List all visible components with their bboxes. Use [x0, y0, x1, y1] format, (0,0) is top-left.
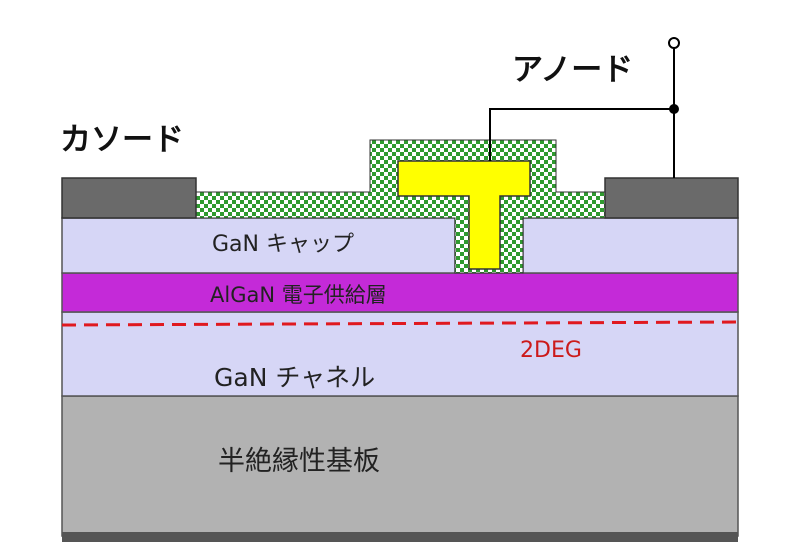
gan-cap-label: GaN キャップ	[212, 232, 354, 257]
two-deg-label: 2DEG	[520, 338, 582, 363]
gan-channel-label: GaN チャネル	[214, 363, 375, 392]
substrate-label: 半絶縁性基板	[218, 446, 380, 477]
anode-electrode	[604, 177, 739, 219]
gate-wire	[489, 108, 674, 161]
anode-label: アノード	[512, 52, 633, 88]
substrate-layer	[61, 395, 739, 537]
cathode-electrode	[61, 177, 197, 219]
algan-layer	[61, 272, 739, 313]
two-deg-line	[61, 320, 739, 327]
cathode-label: カソード	[60, 122, 184, 158]
anode-terminal	[668, 37, 680, 49]
algan-label: AlGaN 電子供給層	[210, 283, 387, 307]
substrate-bottom-edge	[62, 532, 738, 542]
gan-cap-right	[522, 217, 739, 274]
wire-junction-dot	[669, 104, 679, 114]
t-gate-electrode	[397, 160, 531, 270]
gan-cap-left	[61, 217, 456, 274]
